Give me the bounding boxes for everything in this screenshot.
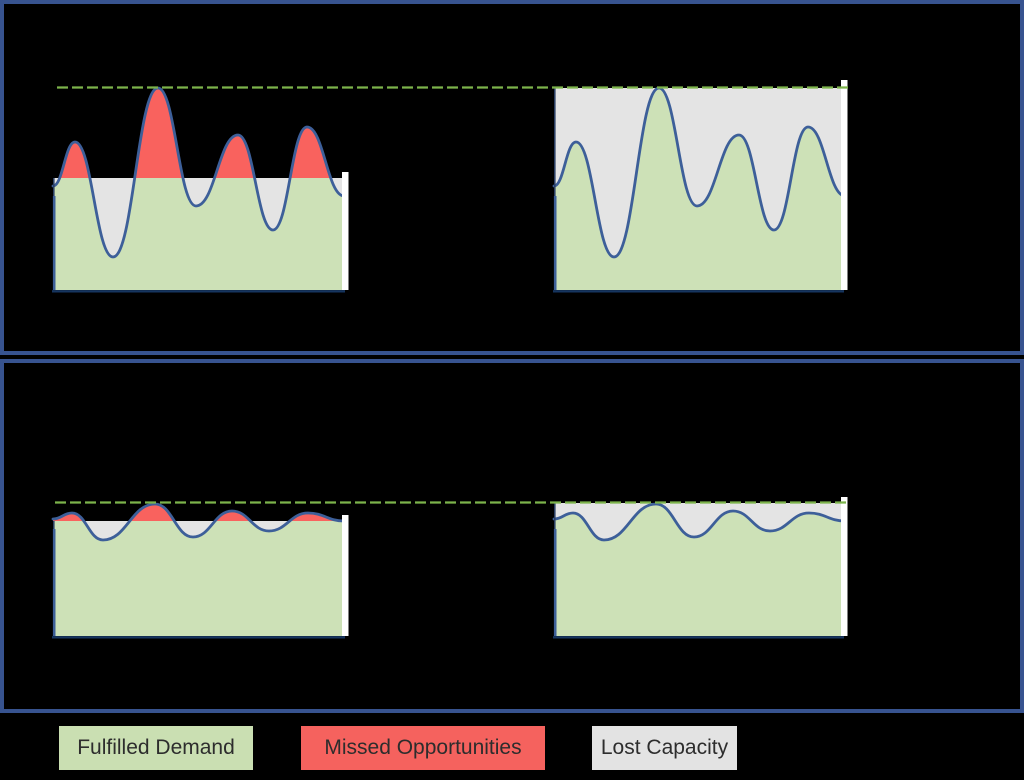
legend-label-fulfilled-demand: Fulfilled Demand bbox=[77, 736, 235, 759]
legend-swatch-fulfilled-demand: Fulfilled Demand bbox=[59, 726, 253, 770]
legend-label-missed-opportunities: Missed Opportunities bbox=[324, 736, 522, 759]
legend-swatch-lost-capacity: Lost Capacity bbox=[592, 726, 737, 770]
top-panel bbox=[0, 0, 1024, 355]
legend-swatch-missed-opportunities: Missed Opportunities bbox=[301, 726, 545, 770]
bottom-panel bbox=[0, 359, 1024, 713]
legend-label-lost-capacity: Lost Capacity bbox=[600, 736, 729, 759]
